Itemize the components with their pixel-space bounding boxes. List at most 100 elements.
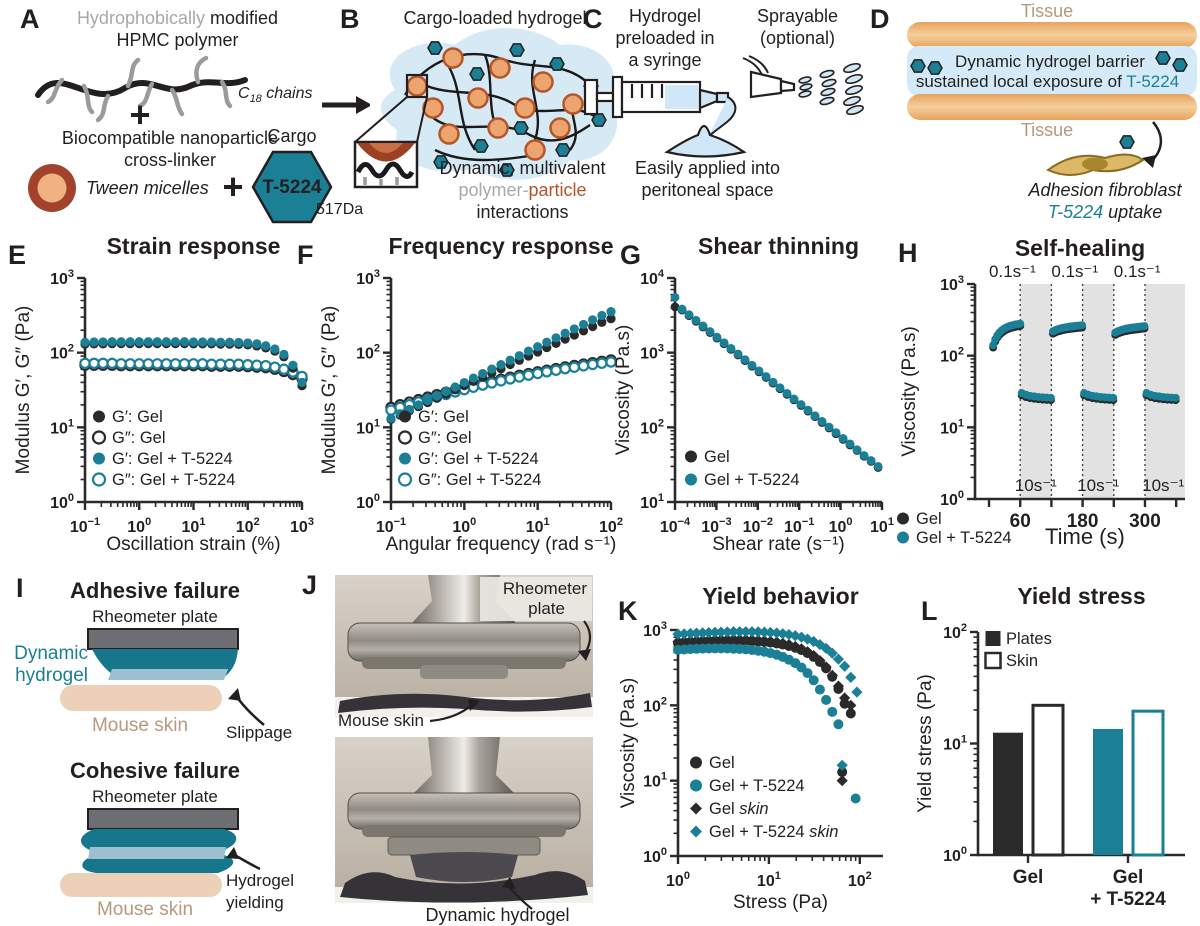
panel-letter-e: E <box>8 240 27 270</box>
hydrogel-title: Cargo-loaded hydrogel <box>403 8 587 28</box>
svg-text:102: 102 <box>356 343 380 363</box>
svg-text:G′: Gel: G′: Gel <box>112 408 163 426</box>
svg-text:Modulus G′, G″ (Pa): Modulus G′, G″ (Pa) <box>319 306 340 475</box>
plus-icon-2: + <box>222 166 244 207</box>
svg-text:103: 103 <box>50 268 74 288</box>
svg-text:Yield behavior: Yield behavior <box>702 583 858 609</box>
panel-letter-l: L <box>921 596 938 626</box>
svg-text:Viscosity (Pa.s): Viscosity (Pa.s) <box>899 326 920 457</box>
svg-text:101: 101 <box>182 516 206 536</box>
syringe <box>583 75 730 119</box>
svg-text:103: 103 <box>940 274 964 294</box>
svg-text:102: 102 <box>943 622 967 642</box>
hydrogel-yielding-label-1: Hydrogel <box>226 871 295 890</box>
svg-text:Gel + T-5224: Gel + T-5224 <box>709 777 805 795</box>
panel-letter-i: I <box>16 573 24 603</box>
svg-text:10−4: 10−4 <box>660 516 691 536</box>
mouse-skin-photo-label: Mouse skin <box>338 711 424 730</box>
fibroblast-caption-1: Adhesion fibroblast <box>1028 180 1182 200</box>
t5224-uptake-word: T-5224 <box>1047 202 1104 222</box>
t5224-word: T-5224 <box>1126 72 1180 91</box>
yield-plane <box>88 847 226 859</box>
rheometer-plate-2 <box>87 808 239 830</box>
hydrogel-barrier-band <box>907 46 1197 96</box>
svg-text:101: 101 <box>757 870 781 890</box>
svg-text:103: 103 <box>356 268 380 288</box>
svg-text:G″: Gel + T-5224: G″: Gel + T-5224 <box>112 471 235 489</box>
mouse-skin-label-1: Mouse skin <box>91 715 189 736</box>
svg-text:Gel skin: Gel skin <box>709 800 769 818</box>
failure-diagrams <box>60 628 265 897</box>
svg-text:Angular frequency (rad s⁻¹): Angular frequency (rad s⁻¹) <box>386 534 617 555</box>
svg-text:Yield stress (Pa): Yield stress (Pa) <box>915 674 936 813</box>
svg-text:101: 101 <box>50 417 74 437</box>
photo-top <box>335 575 593 723</box>
panel-letter-j: J <box>302 570 318 600</box>
svg-text:Strain response: Strain response <box>107 234 281 259</box>
dynamic-hydrogel-photo-label: Dynamic hydrogel <box>425 905 570 925</box>
svg-text:10−1: 10−1 <box>784 516 814 536</box>
panel-letter-d: D <box>870 4 890 34</box>
svg-text:Plates: Plates <box>1006 630 1052 648</box>
svg-text:10−3: 10−3 <box>701 516 731 536</box>
tissue-band-top <box>907 22 1197 48</box>
svg-text:Gel: Gel <box>709 754 735 772</box>
svg-text:100: 100 <box>356 492 380 512</box>
svg-text:100: 100 <box>940 489 964 509</box>
svg-text:10−1: 10−1 <box>70 516 100 536</box>
slippage-label: Slippage <box>226 723 293 742</box>
rheometer-plate-photo-label-2: plate <box>528 599 565 618</box>
svg-text:Gel: Gel <box>916 510 942 528</box>
svg-text:103: 103 <box>640 343 664 363</box>
svg-text:Gel + T-5224: Gel + T-5224 <box>916 529 1012 547</box>
svg-text:Skin: Skin <box>1006 652 1038 670</box>
rheometer-plate-1 <box>87 628 239 650</box>
svg-text:Yield stress: Yield stress <box>1017 583 1145 609</box>
svg-text:G″: Gel: G″: Gel <box>112 429 166 447</box>
panel-b: B Cargo-loaded hydrogel <box>335 0 635 230</box>
panel-j: J Rheometer plate Mouse skin Dynamic hyd… <box>300 565 622 926</box>
panel-c: C Hydrogel preloaded in a syringe Spraya… <box>565 0 875 230</box>
nanoparticle-label: Biocompatible nanoparticle <box>61 128 279 148</box>
svg-text:0.1s⁻¹: 0.1s⁻¹ <box>989 262 1036 281</box>
series-gel-t-5224 <box>989 319 1180 402</box>
panel-d: D Tissue Dynamic hydrogel barrier sustai… <box>865 0 1200 232</box>
polymer-word: polymer- <box>458 180 529 200</box>
panel-letter-b: B <box>340 4 360 34</box>
tissue-label-bottom: Tissue <box>1020 120 1074 140</box>
panel-letter-c: C <box>583 4 603 34</box>
series-g-gel-t-5224 <box>80 337 307 387</box>
svg-text:Viscosity (Pa.s): Viscosity (Pa.s) <box>618 678 639 809</box>
t5224-hexagons <box>910 51 1188 149</box>
hydrogel-network-drawing <box>353 28 618 189</box>
svg-text:Gel: Gel <box>1013 867 1044 888</box>
series-gel-t-5224 <box>673 643 861 804</box>
tissue-label-top: Tissue <box>1020 1 1074 21</box>
svg-text:101: 101 <box>356 417 380 437</box>
arrow-a-to-b-head <box>356 96 370 114</box>
svg-text:101: 101 <box>940 417 964 437</box>
adhesive-failure-title: Adhesive failure <box>70 578 240 603</box>
svg-text:102: 102 <box>940 346 964 366</box>
c18-side-chains <box>45 55 233 123</box>
plus-icon: + <box>129 94 151 135</box>
panel-i: I Adhesive failure Rheometer plate Dynam… <box>0 565 300 926</box>
svg-text:103: 103 <box>290 516 314 536</box>
svg-text:100: 100 <box>452 516 476 536</box>
svg-text:101: 101 <box>870 516 894 536</box>
interaction-inset <box>353 140 419 189</box>
svg-text:101: 101 <box>943 734 967 754</box>
svg-text:102: 102 <box>848 870 872 890</box>
svg-text:100: 100 <box>829 516 853 536</box>
particle-word: particle <box>528 180 587 200</box>
svg-text:Modulus G′, G″ (Pa): Modulus G′, G″ (Pa) <box>13 306 34 475</box>
series-g-gel-t-5224 <box>79 357 308 383</box>
svg-text:101: 101 <box>643 771 667 791</box>
svg-text:G″: Gel: G″: Gel <box>418 429 472 447</box>
svg-text:Gel: Gel <box>1113 867 1144 888</box>
cargo-label: Cargo <box>267 126 317 146</box>
photo-bottom <box>335 737 593 910</box>
t5224-hexagon <box>251 150 333 224</box>
svg-text:Time (s): Time (s) <box>1045 524 1125 549</box>
svg-text:10−1: 10−1 <box>376 516 406 536</box>
